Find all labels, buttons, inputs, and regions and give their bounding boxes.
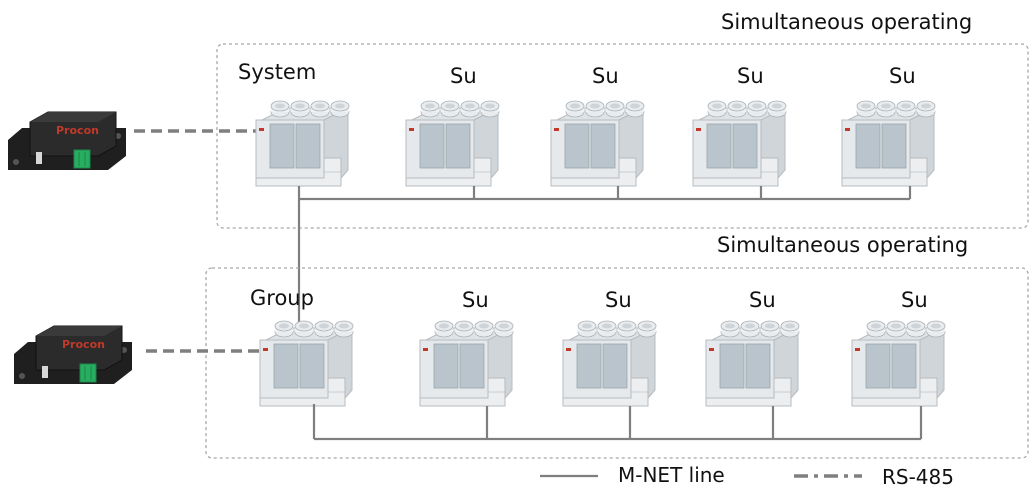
group-2: Procon bbox=[13, 267, 1029, 459]
sub-label-1-1: Su bbox=[450, 64, 477, 88]
master-unit-2 bbox=[259, 320, 354, 407]
mnet-bus-1 bbox=[297, 186, 912, 201]
sub-unit-2-3 bbox=[705, 320, 800, 407]
controller-2: Procon bbox=[13, 325, 133, 385]
mnet-bus-2 bbox=[312, 404, 923, 441]
group-1-border bbox=[216, 43, 1029, 229]
legend-mnet-label: M-NET line bbox=[618, 463, 725, 487]
controller-2-brand: Procon bbox=[62, 338, 105, 351]
master-unit-1 bbox=[255, 100, 350, 187]
sub-label-2-4: Su bbox=[901, 288, 928, 312]
sub-unit-1-2 bbox=[550, 100, 645, 187]
group-2-title: Simultaneous operating bbox=[717, 233, 969, 257]
legend-rs485-label: RS-485 bbox=[882, 465, 954, 489]
sub-unit-1-1 bbox=[405, 100, 500, 187]
sub-label-1-2: Su bbox=[592, 64, 619, 88]
sub-unit-2-1 bbox=[419, 320, 514, 407]
controller-1-brand: Procon bbox=[56, 124, 99, 137]
master-label-1: System bbox=[238, 60, 317, 84]
sub-label-2-1: Su bbox=[462, 288, 489, 312]
group-1: Procon bbox=[7, 43, 1029, 229]
sub-label-2-3: Su bbox=[749, 288, 776, 312]
sub-unit-2-2 bbox=[562, 320, 657, 407]
group-2-border bbox=[205, 267, 1029, 459]
sub-label-1-4: Su bbox=[889, 64, 916, 88]
sub-unit-1-3 bbox=[692, 100, 787, 187]
sub-label-2-2: Su bbox=[605, 288, 632, 312]
master-label-2: Group bbox=[250, 286, 314, 310]
sub-label-1-3: Su bbox=[737, 64, 764, 88]
sub-unit-1-4 bbox=[841, 100, 936, 187]
controller-1: Procon bbox=[7, 111, 127, 171]
group-1-title: Simultaneous operating bbox=[721, 10, 973, 34]
sub-unit-2-4 bbox=[851, 320, 946, 407]
